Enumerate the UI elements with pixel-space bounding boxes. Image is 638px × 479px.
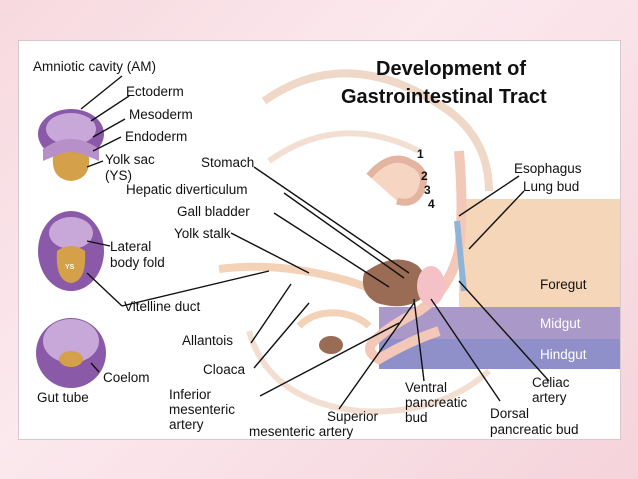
ys-tag-2: YS — [65, 264, 75, 271]
label-yolk-sac-abbr: (YS) — [105, 168, 132, 183]
label-hepatic-diverticulum: Hepatic diverticulum — [126, 182, 248, 197]
label-allantois: Allantois — [182, 333, 233, 348]
esophagus-shape — [454, 220, 467, 292]
label-superior-mesenteric-artery: mesenteric artery — [249, 424, 354, 439]
label-ventral: Ventral — [405, 380, 447, 395]
pointer-lines — [80, 75, 550, 410]
embryo-stage-3 — [36, 318, 106, 388]
liver-shape — [362, 259, 426, 307]
label-lung-bud: Lung bud — [523, 179, 579, 194]
label-coelom: Coelom — [103, 370, 150, 385]
embryo-outline — [261, 69, 493, 192]
am-tag-2: AM — [99, 211, 110, 218]
number-2: 2 — [421, 169, 428, 183]
label-endoderm: Endoderm — [125, 129, 187, 144]
label-foregut: Foregut — [540, 277, 587, 292]
label-esophagus: Esophagus — [514, 161, 582, 176]
label-inferior-artery: artery — [169, 417, 204, 432]
label-body-fold: body fold — [110, 255, 165, 270]
cloaca-shape — [319, 336, 343, 354]
title-line-2: Gastrointestinal Tract — [341, 86, 547, 108]
label-celiac: Celiac — [532, 375, 570, 390]
gi-tract-diagram: AM YS AM Development of Gastrointestinal… — [33, 58, 620, 439]
label-ventral-bud: bud — [405, 410, 428, 425]
label-vitelline-duct: Vitelline duct — [124, 299, 201, 314]
embryo-stage-1 — [38, 109, 104, 181]
label-amniotic-cavity: Amniotic cavity (AM) — [33, 59, 156, 74]
label-hindgut: Hindgut — [540, 347, 587, 362]
label-ectoderm: Ectoderm — [126, 84, 184, 99]
label-gall-bladder: Gall bladder — [177, 204, 250, 219]
label-midgut: Midgut — [540, 316, 581, 331]
embryo-stage-2 — [38, 211, 104, 291]
pharyngeal-arches — [366, 155, 427, 206]
label-yolk-sac: Yolk sac — [105, 152, 155, 167]
stomach-shape — [417, 266, 445, 306]
label-inferior: Inferior — [169, 387, 212, 402]
label-stomach: Stomach — [201, 155, 254, 170]
label-mesoderm: Mesoderm — [129, 107, 193, 122]
label-celiac-artery: artery — [532, 390, 567, 405]
title-line-1: Development of — [376, 58, 526, 80]
label-dorsal-pancreatic-bud: pancreatic bud — [490, 422, 579, 437]
label-gut-tube: Gut tube — [37, 390, 89, 405]
number-3: 3 — [424, 183, 431, 197]
foregut-band — [459, 199, 620, 307]
label-ventral-pancreatic: pancreatic — [405, 395, 468, 410]
label-cloaca: Cloaca — [203, 362, 246, 377]
label-yolk-stalk: Yolk stalk — [174, 226, 231, 241]
label-inferior-mesenteric: mesenteric — [169, 402, 235, 417]
embryo-outline-lower — [246, 330, 492, 415]
allantois-tube — [296, 309, 372, 329]
embryo-outline-inner — [267, 130, 421, 164]
number-1: 1 — [417, 147, 424, 161]
am-tag-3: AM — [95, 316, 106, 323]
label-lateral: Lateral — [110, 239, 151, 254]
number-4: 4 — [428, 197, 435, 211]
slide-panel: AM YS AM Development of Gastrointestinal… — [18, 40, 621, 440]
label-dorsal: Dorsal — [490, 406, 529, 421]
label-superior: Superior — [327, 409, 379, 424]
